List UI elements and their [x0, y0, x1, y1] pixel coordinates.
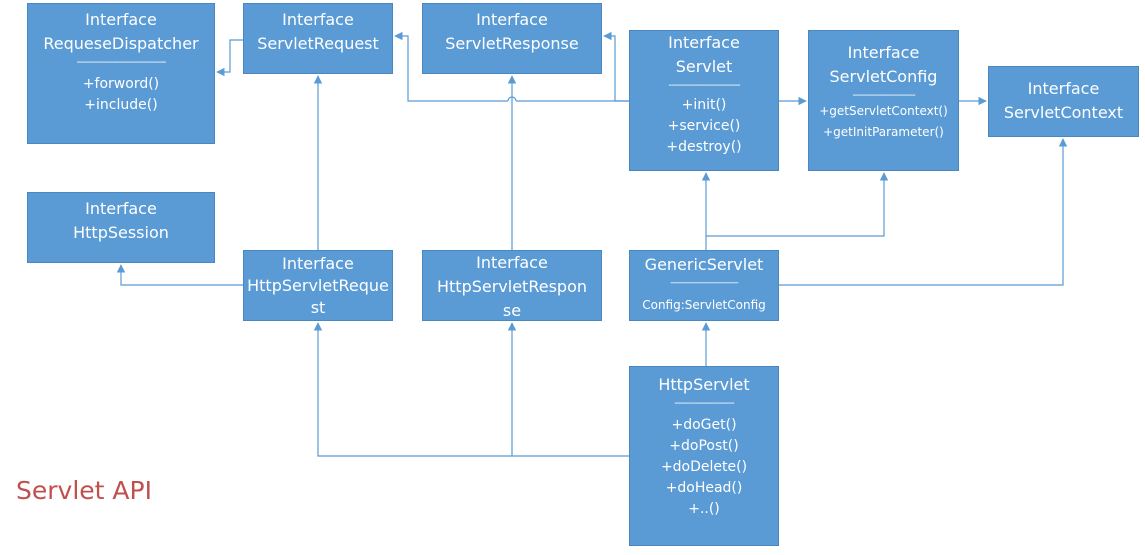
method-get-init-parameter: +getInitParameter()	[823, 125, 944, 139]
request-dispatcher-kind: Interface	[85, 10, 157, 29]
http-servlet-response-name-line2: se	[502, 301, 522, 320]
connector-servlet-request-2	[394, 31, 508, 102]
servlet-separator: ------------------------	[668, 78, 740, 91]
method-do-get: +doGet()	[671, 417, 737, 433]
method-do-delete: +doDelete()	[660, 459, 748, 475]
servlet-request-kind: Interface	[282, 10, 354, 29]
http-session-kind: Interface	[85, 199, 157, 218]
generic-servlet-name: GenericServlet	[644, 255, 764, 274]
http-servlet-box: HttpServlet -------------------- +doGet(…	[629, 366, 779, 546]
method-init: +init()	[681, 97, 727, 113]
servlet-config-separator: ---------------------	[852, 88, 915, 101]
http-servlet-request-kind: Interface	[282, 254, 354, 273]
servlet-response-kind: Interface	[476, 10, 548, 29]
method-others: +..()	[688, 501, 720, 517]
servlet-request-name: ServletRequest	[257, 34, 379, 53]
http-servlet-response-box: Interface HttpServletRespon se	[422, 250, 602, 321]
method-do-post: +doPost()	[669, 438, 739, 454]
http-session-box: Interface HttpSession	[27, 192, 215, 263]
connector-generic-context	[779, 138, 1068, 286]
method-include: +include()	[84, 97, 158, 113]
servlet-context-name: ServletContext	[1003, 103, 1124, 122]
connector-http-servlet-http-request	[313, 322, 512, 457]
servlet-response-box: Interface ServletResponse	[422, 3, 602, 74]
http-servlet-request-box: Interface HttpServletReque st	[243, 250, 393, 321]
connector-request-dispatcher	[216, 39, 243, 77]
method-service: +service()	[667, 118, 741, 134]
method-forword: +forword()	[82, 76, 160, 92]
generic-servlet-box: GenericServlet -------------------------…	[629, 250, 779, 321]
generic-servlet-separator: ------------------------------	[670, 278, 738, 288]
http-servlet-name: HttpServlet	[658, 375, 750, 394]
http-servlet-response-kind: Interface	[476, 253, 548, 272]
request-dispatcher-name: RequeseDispatcher	[43, 34, 199, 53]
servlet-config-box: Interface ServletConfig ----------------…	[808, 30, 959, 171]
servlet-request-box: Interface ServletRequest	[243, 3, 393, 74]
servlet-name: Servlet	[675, 57, 733, 76]
servlet-response-name: ServletResponse	[445, 34, 579, 53]
generic-servlet-field: Config:ServletConfig	[642, 298, 766, 312]
http-servlet-request-name-line2: st	[310, 298, 326, 317]
method-get-servlet-context: +getServletContext()	[819, 104, 948, 118]
connector-generic-config	[706, 172, 889, 237]
http-session-name: HttpSession	[73, 223, 169, 242]
connector-http-request-session	[116, 264, 243, 286]
servlet-box: Interface Servlet ----------------------…	[629, 30, 779, 171]
diagram-caption: Servlet API	[16, 476, 152, 505]
connector-http-servlet-http-response	[507, 322, 629, 457]
servlet-config-name: ServletConfig	[829, 67, 938, 86]
method-do-head: +doHead()	[665, 480, 743, 496]
request-dispatcher-box: Interface RequeseDispatcher ------------…	[27, 3, 215, 144]
servlet-kind: Interface	[668, 33, 740, 52]
connector-servlet-response	[603, 31, 629, 102]
request-dispatcher-separator: ------------------------------	[76, 55, 166, 68]
connector-servlet-request-hop	[507, 96, 517, 102]
http-servlet-separator: --------------------	[674, 396, 734, 409]
http-servlet-request-name-line1: HttpServletReque	[247, 276, 389, 295]
http-servlet-response-name-line1: HttpServletRespon	[436, 277, 587, 296]
servlet-context-kind: Interface	[1027, 79, 1100, 98]
method-destroy: +destroy()	[666, 139, 742, 155]
servlet-config-kind: Interface	[847, 43, 920, 62]
servlet-context-box: Interface ServletContext	[988, 66, 1139, 137]
